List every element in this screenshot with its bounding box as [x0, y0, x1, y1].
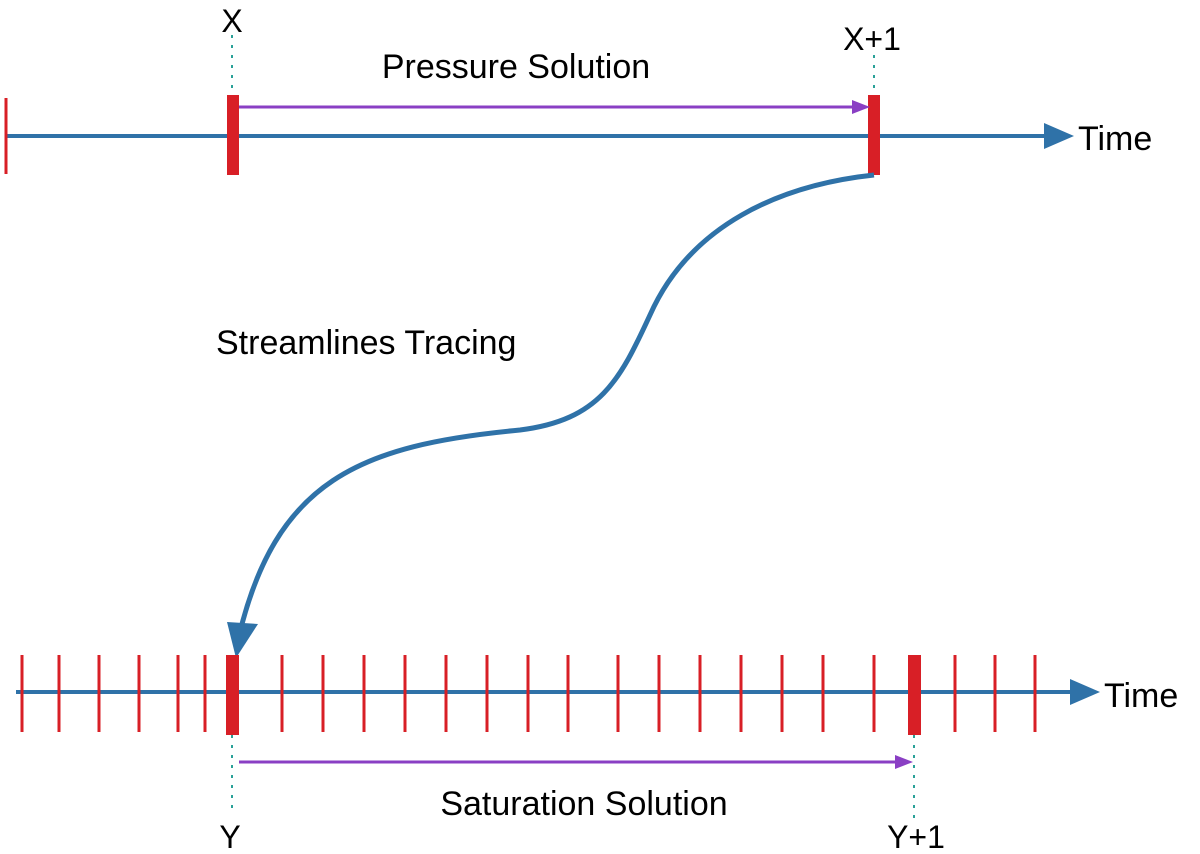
streamlines-arrowhead — [227, 622, 258, 658]
saturation-solution-label: Saturation Solution — [440, 785, 727, 823]
marker-x-plus-1-label: X+1 — [843, 21, 901, 57]
bottom-marker-y — [226, 655, 239, 735]
marker-y-plus-1-label: Y+1 — [887, 819, 945, 854]
bottom-small-ticks — [20, 655, 1037, 732]
marker-x-label: X — [221, 3, 242, 39]
top-axis-label: Time — [1078, 120, 1152, 158]
top-marker-x — [227, 95, 239, 175]
marker-y-label: Y — [219, 819, 240, 854]
top-axis-arrowhead — [1044, 123, 1074, 149]
bottom-marker-y-plus-1 — [908, 655, 921, 735]
pressure-span-arrowhead — [852, 100, 870, 114]
streamlines-tracing-label: Streamlines Tracing — [216, 324, 516, 362]
pressure-solution-label: Pressure Solution — [382, 48, 650, 86]
bottom-axis-arrowhead — [1070, 679, 1100, 705]
top-marker-x-plus-1 — [868, 95, 880, 175]
streamlines-curve — [235, 172, 875, 641]
bottom-axis-label: Time — [1104, 677, 1178, 715]
saturation-span-arrowhead — [895, 755, 913, 769]
